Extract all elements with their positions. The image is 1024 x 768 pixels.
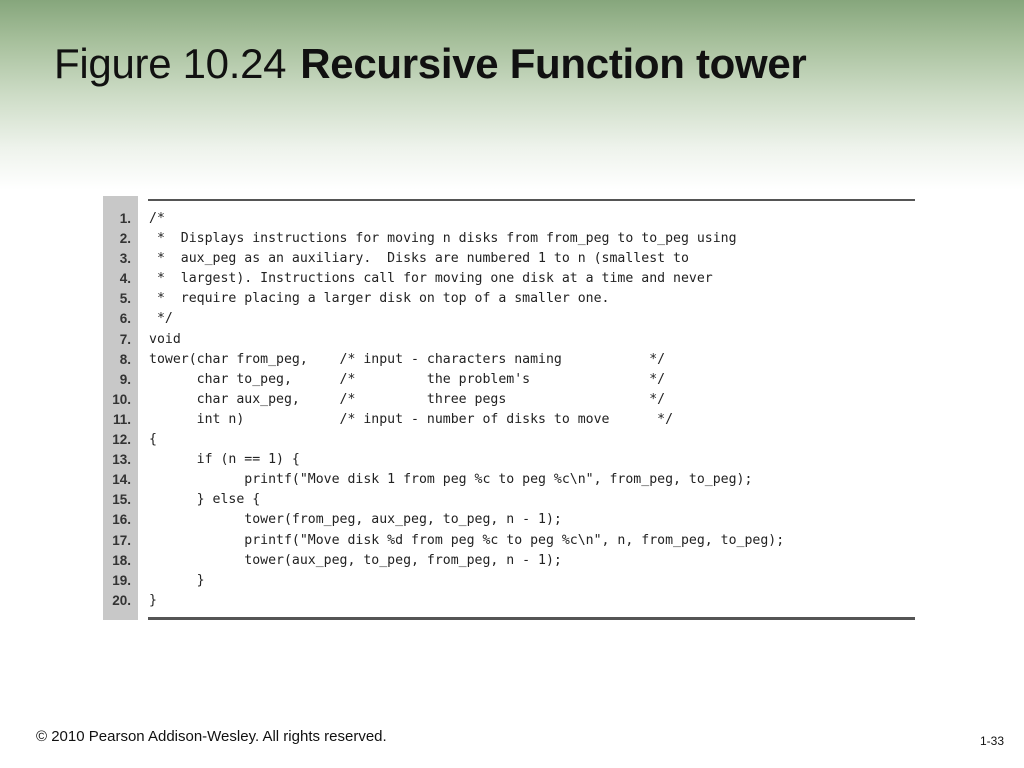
code-text: */ (149, 311, 173, 327)
figure-top-rule (148, 199, 915, 201)
line-number: 5. (119, 291, 131, 307)
code-figure: 1. /* 2. * Displays instructions for movin… (103, 196, 915, 620)
code-line: 16. tower(from_peg, aux_peg, to_peg, n -… (103, 510, 915, 530)
line-number: 20. (112, 592, 131, 608)
code-text: } else { (149, 492, 261, 508)
code-line: 15. } else { (103, 490, 915, 510)
slide-title: Figure 10.24 Recursive Function tower (54, 40, 807, 88)
line-number-gutter (103, 196, 138, 620)
code-text: tower(aux_peg, to_peg, from_peg, n - 1); (149, 552, 562, 568)
code-line: 6. */ (103, 309, 915, 329)
copyright-notice: © 2010 Pearson Addison-Wesley. All right… (36, 728, 387, 745)
code-listing: 1. /* 2. * Displays instructions for movin… (103, 209, 915, 611)
code-text: } (149, 592, 157, 608)
code-text: void (149, 331, 181, 347)
code-text: /* (149, 211, 165, 226)
code-text: char to_peg, /* the problem's */ (149, 371, 666, 387)
line-number: 9. (119, 371, 131, 387)
code-line: 18. tower(aux_peg, to_peg, from_peg, n -… (103, 551, 915, 571)
line-number: 13. (112, 452, 131, 468)
line-number: 15. (112, 492, 131, 508)
code-line: 7. void (103, 330, 915, 350)
code-line: 2. * Displays instructions for moving n … (103, 229, 915, 249)
line-number: 7. (119, 331, 131, 347)
line-number: 10. (112, 391, 131, 407)
code-text: printf("Move disk 1 from peg %c to peg %… (149, 472, 753, 488)
code-text: tower(char from_peg, /* input - characte… (149, 351, 666, 367)
code-line: 12. { (103, 430, 915, 450)
figure-bottom-rule (148, 617, 915, 620)
code-line: 9. char to_peg, /* the problem's */ (103, 370, 915, 390)
line-number: 8. (119, 351, 131, 367)
code-line: 5. * require placing a larger disk on to… (103, 289, 915, 309)
code-text: { (149, 432, 157, 448)
code-text: } (149, 572, 205, 588)
code-text: * largest). Instructions call for moving… (149, 271, 713, 287)
code-text: if (n == 1) { (149, 452, 300, 468)
line-number: 18. (112, 552, 131, 568)
page-number: 1-33 (979, 734, 1004, 748)
line-number: 16. (112, 512, 131, 528)
code-line: 14. printf("Move disk 1 from peg %c to p… (103, 470, 915, 490)
line-number: 1. (119, 211, 131, 226)
slide-title-bold: Recursive Function tower (300, 40, 807, 87)
line-number: 11. (112, 411, 131, 427)
code-text: * Displays instructions for moving n dis… (149, 231, 737, 247)
line-number: 2. (119, 231, 131, 247)
code-text: * aux_peg as an auxiliary. Disks are num… (149, 251, 689, 267)
code-line: 8. tower(char from_peg, /* input - charac… (103, 350, 915, 370)
line-number: 4. (119, 271, 131, 287)
line-number: 14. (112, 472, 131, 488)
slide-title-prefix: Figure 10.24 (54, 40, 287, 87)
code-line: 13. if (n == 1) { (103, 450, 915, 470)
code-line: 10. char aux_peg, /* three pegs */ (103, 390, 915, 410)
code-line: 1. /* (103, 209, 915, 229)
code-line: 11. int n) /* input - number of disks to… (103, 410, 915, 430)
code-line: 20.} (103, 591, 915, 611)
line-number: 6. (119, 311, 131, 327)
code-text: * require placing a larger disk on top o… (149, 291, 610, 307)
line-number: 17. (112, 532, 131, 548)
code-line: 4. * largest). Instructions call for mov… (103, 269, 915, 289)
line-number: 19. (112, 572, 131, 588)
code-text: printf("Move disk %d from peg %c to peg … (149, 532, 785, 548)
code-line: 19. } (103, 571, 915, 591)
code-line: 17. printf("Move disk %d from peg %c to … (103, 531, 915, 551)
line-number: 3. (119, 251, 131, 267)
code-text: char aux_peg, /* three pegs */ (149, 391, 666, 407)
header-band (0, 0, 1024, 190)
line-number: 12. (112, 432, 131, 448)
code-line: 3. * aux_peg as an auxiliary. Disks are … (103, 249, 915, 269)
code-text: int n) /* input - number of disks to mov… (149, 411, 674, 427)
code-text: tower(from_peg, aux_peg, to_peg, n - 1); (149, 512, 562, 528)
